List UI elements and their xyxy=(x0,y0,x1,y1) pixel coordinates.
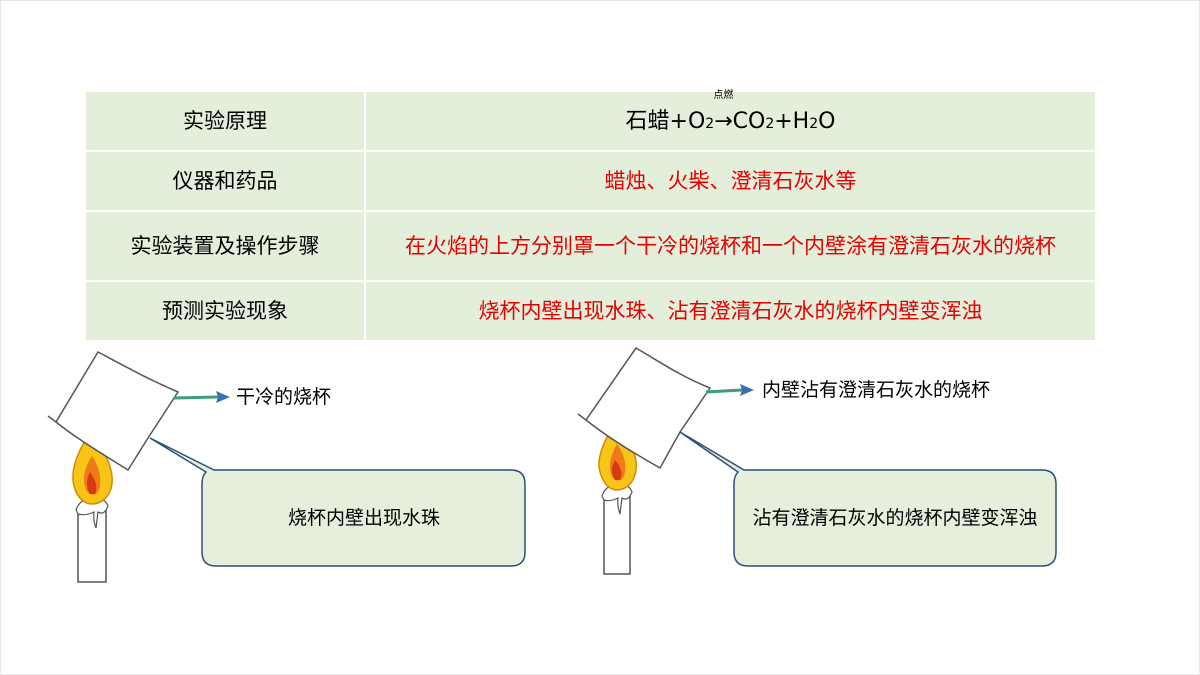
row-value-phenomenon: 烧杯内壁出现水珠、沾有澄清石灰水的烧杯内壁变浑浊 xyxy=(364,280,1097,342)
table-row: 实验装置及操作步骤 在火焰的上方分别罩一个干冷的烧杯和一个内壁涂有澄清石灰水的烧… xyxy=(84,210,1097,282)
left-label-arrow xyxy=(173,395,219,400)
row-key-procedure: 实验装置及操作步骤 xyxy=(84,210,366,282)
right-candle xyxy=(598,418,637,575)
eq-plus-h: +H xyxy=(774,108,810,134)
left-beaker xyxy=(47,351,180,472)
eq-product-co: CO xyxy=(732,108,766,134)
eq-reactants: 石蜡+O xyxy=(625,108,706,134)
row-key-principle: 实验原理 xyxy=(84,90,366,152)
row-value-procedure: 在火焰的上方分别罩一个干冷的烧杯和一个内壁涂有澄清石灰水的烧杯 xyxy=(364,210,1097,282)
table-row: 预测实验现象 烧杯内壁出现水珠、沾有澄清石灰水的烧杯内壁变浑浊 xyxy=(84,280,1097,342)
row-key-phenomenon: 预测实验现象 xyxy=(84,280,366,342)
right-beaker xyxy=(577,347,712,470)
left-beaker-label: 干冷的烧杯 xyxy=(236,386,332,408)
eq-arrow-glyph: → xyxy=(714,108,733,134)
right-label-arrow xyxy=(705,388,743,394)
left-callout-text: 烧杯内壁出现水珠 xyxy=(287,506,440,529)
left-candle xyxy=(72,428,113,583)
left-label-arrowhead xyxy=(216,391,230,403)
eq-arrow: 点燃 → xyxy=(713,90,733,135)
eq-condition: 点燃 xyxy=(713,89,734,101)
right-beaker-label: 内壁沾有澄清石灰水的烧杯 xyxy=(762,379,991,401)
eq-tail-o: O xyxy=(818,108,836,134)
right-label-arrowhead xyxy=(740,384,754,396)
right-callout xyxy=(679,431,1057,567)
row-key-materials: 仪器和药品 xyxy=(84,150,366,212)
table-row: 仪器和药品 蜡烛、火柴、澄清石灰水等 xyxy=(84,150,1097,212)
left-callout xyxy=(149,437,526,567)
row-value-materials: 蜡烛、火柴、澄清石灰水等 xyxy=(364,150,1097,212)
right-callout-text: 沾有澄清石灰水的烧杯内壁变浑浊 xyxy=(752,506,1038,529)
